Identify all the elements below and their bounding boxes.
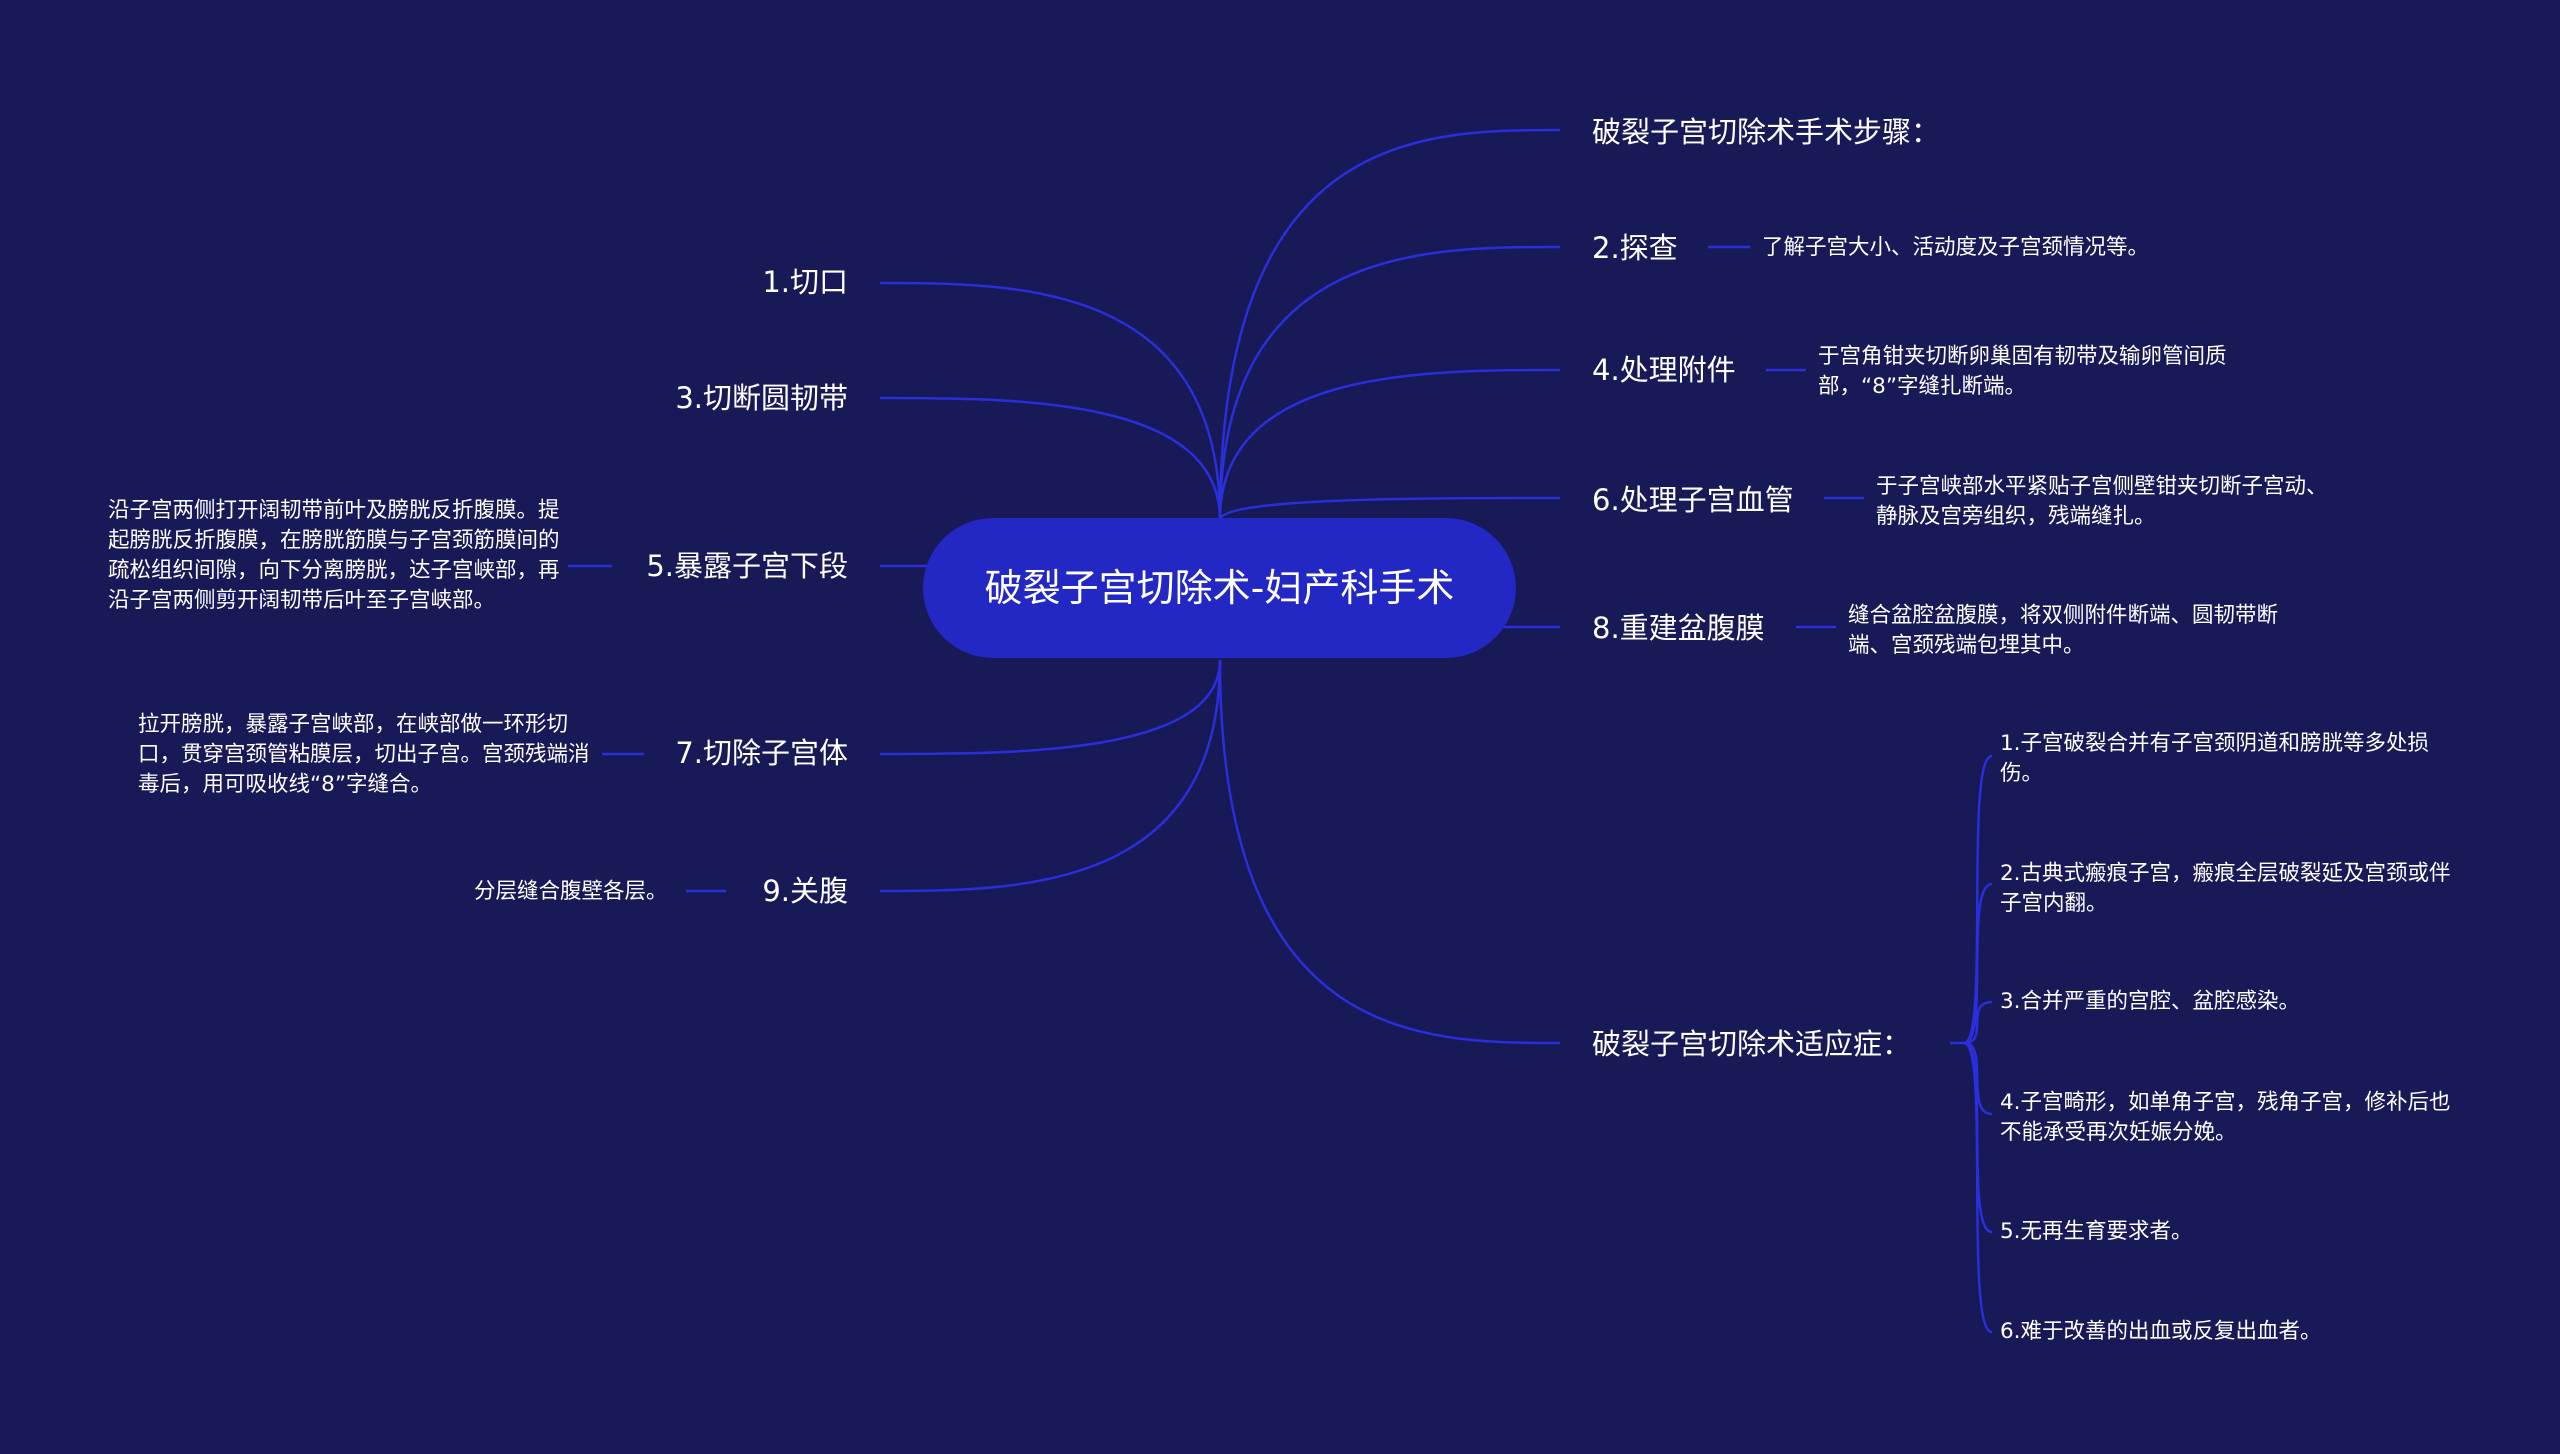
branch-label: 3.切断圆韧带 <box>675 381 848 415</box>
branch-cut-round-ligament[interactable]: 3.切断圆韧带 <box>675 380 848 416</box>
indication-item: 3.合并严重的宫腔、盆腔感染。 <box>2000 989 2301 1014</box>
indication-item: 6.难于改善的出血或反复出血者。 <box>2000 1319 2322 1344</box>
indication-connector <box>1963 754 1993 1045</box>
branch-connector <box>879 396 1222 521</box>
branch-label: 7.切除子宫体 <box>675 736 848 770</box>
branch-connector <box>1218 245 1561 521</box>
branch-explore[interactable]: 2.探查 <box>1592 230 1678 266</box>
branch-handle-adnexa[interactable]: 4.处理附件 <box>1592 352 1736 388</box>
branch-label: 4.处理附件 <box>1592 353 1736 387</box>
branch-handle-vessels[interactable]: 6.处理子宫血管 <box>1592 482 1794 518</box>
branch-connector <box>879 659 1222 893</box>
indication-item: 1.子宫破裂合并有子宫颈阴道和膀胱等多处损伤。 <box>2000 731 2430 786</box>
detail-close-abdomen: 分层缝合腹壁各层。 <box>474 879 668 904</box>
root-topic[interactable]: 破裂子宫切除术-妇产科手术 <box>923 518 1516 658</box>
branch-label: 破裂子宫切除术手术步骤： <box>1592 115 1941 149</box>
detail-rebuild-peritoneum: 缝合盆腔盆腹膜，将双侧附件断端、圆韧带断端、宫颈残端包埋其中。 <box>1848 603 2279 658</box>
branch-remove-uterus-body[interactable]: 7.切除子宫体 <box>675 735 848 771</box>
branch-indications[interactable]: 破裂子宫切除术适应症： <box>1592 1026 1911 1062</box>
detail-handle-adnexa: 于宫角钳夹切断卵巢固有韧带及输卵管间质部，“8”字缝扎断端。 <box>1818 344 2227 399</box>
branch-connector <box>1218 128 1561 521</box>
branch-label: 2.探查 <box>1592 231 1678 265</box>
branch-connector <box>879 281 1222 521</box>
indication-connector <box>1963 1041 1993 1116</box>
root-title: 破裂子宫切除术-妇产科手术 <box>984 566 1455 610</box>
branch-connector <box>879 659 1222 756</box>
indication-item: 5.无再生育要求者。 <box>2000 1219 2193 1244</box>
indication-connector <box>1963 1000 1993 1045</box>
branch-connector <box>1218 368 1561 521</box>
detail-handle-vessels: 于子宫峡部水平紧贴子宫侧壁钳夹切断子宫动、静脉及宫旁组织，残端缝扎。 <box>1876 474 2328 529</box>
branch-rebuild-peritoneum[interactable]: 8.重建盆腹膜 <box>1592 610 1765 646</box>
indication-item: 2.古典式瘢痕子宫，瘢痕全层破裂延及宫颈或伴子宫内翻。 <box>2000 861 2451 916</box>
branch-close-abdomen[interactable]: 9.关腹 <box>762 873 848 909</box>
indication-item: 4.子宫畸形，如单角子宫，残角子宫，修补后也不能承受再次妊娠分娩。 <box>2000 1090 2451 1145</box>
branch-label: 6.处理子宫血管 <box>1592 483 1794 517</box>
branch-connector <box>1218 496 1561 521</box>
branch-connector <box>1218 659 1561 1045</box>
branch-label: 9.关腹 <box>762 874 848 908</box>
branch-label: 5.暴露子宫下段 <box>646 549 848 583</box>
indication-connector <box>1963 1041 1993 1334</box>
indication-connector <box>1963 882 1993 1045</box>
branch-label: 破裂子宫切除术适应症： <box>1592 1027 1912 1061</box>
detail-expose-lower-segment: 沿子宫两侧打开阔韧带前叶及膀胱反折腹膜。提起膀胱反折腹膜，在膀胱筋膜与子宫颈筋膜… <box>108 498 560 613</box>
branch-label: 1.切口 <box>762 265 848 299</box>
branch-label: 8.重建盆腹膜 <box>1592 611 1765 645</box>
detail-explore: 了解子宫大小、活动度及子宫颈情况等。 <box>1762 235 2150 260</box>
branch-expose-lower-segment[interactable]: 5.暴露子宫下段 <box>646 548 848 584</box>
branch-procedure-steps[interactable]: 破裂子宫切除术手术步骤： <box>1592 114 1940 150</box>
branch-incision[interactable]: 1.切口 <box>762 264 848 300</box>
detail-remove-uterus-body: 拉开膀胱，暴露子宫峡部，在峡部做一环形切口，贯穿宫颈管粘膜层，切出子宫。宫颈残端… <box>138 712 590 797</box>
